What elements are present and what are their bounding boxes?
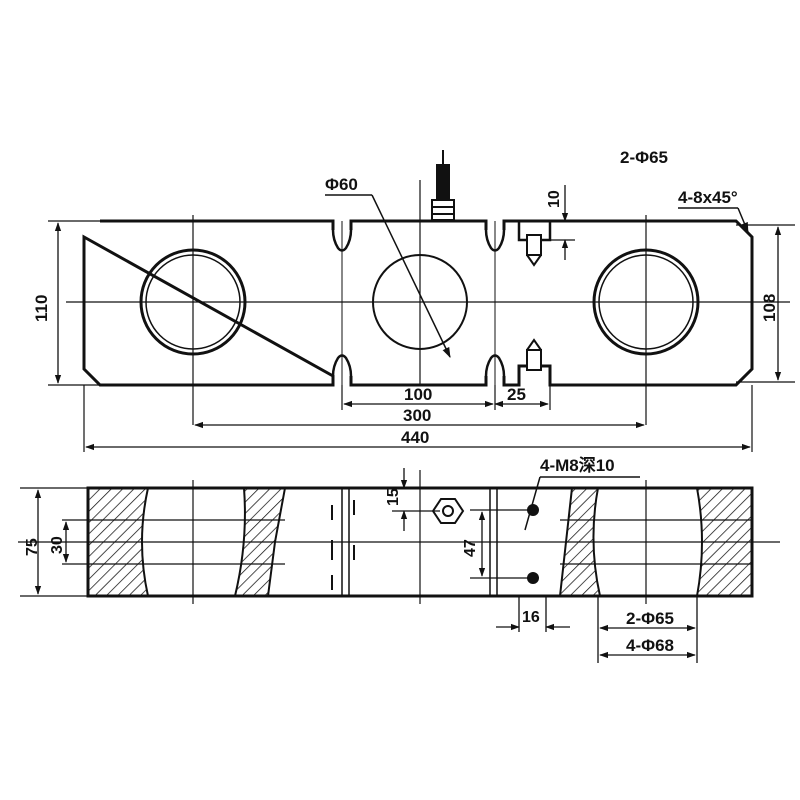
cable-nut [431,498,465,524]
side-view: 4-M8深10 15 47 75 30 16 2-Φ65 [18,455,780,663]
slot-pins [526,234,542,371]
cable-connector [431,150,455,221]
thread-label: 4-M8深10 [540,455,615,475]
top-view-outline [82,219,754,387]
dim-47-label: 47 [462,539,479,557]
dim-15-label: 15 [385,488,402,506]
top-view: Φ60 2-Φ65 4-8x45° 10 110 108 [32,148,795,452]
dim-100-label: 100 [404,385,432,404]
centerlines [66,180,790,425]
dim-25-label: 25 [507,385,526,404]
side-view-centerlines [18,470,780,604]
dim-300-label: 300 [403,406,431,425]
height-left-label: 110 [32,295,51,322]
dim-16-label: 16 [522,609,540,626]
height-right-label: 108 [760,294,779,322]
bore-65-label: 2-Φ65 [626,609,674,628]
dim-440-label: 440 [401,428,429,447]
bore-68-label: 4-Φ68 [626,636,674,655]
threaded-hole-2 [527,572,539,584]
side-holes-dia-label: 2-Φ65 [620,148,668,167]
top-slot [502,219,552,242]
center-hole-dia-label: Φ60 [325,175,358,194]
slot-depth-label: 10 [546,190,563,208]
dim-30-label: 30 [49,536,66,554]
dim-75-label: 75 [24,538,41,556]
keyhole-slots [331,221,506,385]
chamfer-label: 4-8x45° [678,188,738,207]
